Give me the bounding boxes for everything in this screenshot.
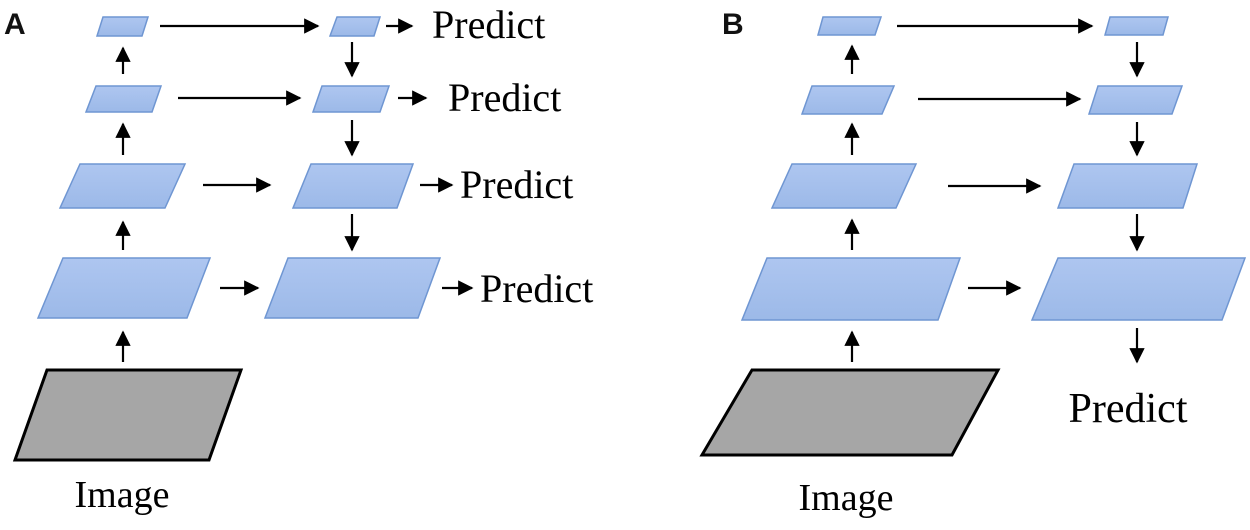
top-down-level-1-b xyxy=(1030,257,1247,321)
panel-b: B Image Predict xyxy=(699,8,1247,519)
top-down-level-2-b xyxy=(1056,163,1199,209)
predict-label-a-4: Predict xyxy=(432,2,545,47)
bottom-up-level-1-a xyxy=(36,257,212,319)
bottom-up-level-4-b xyxy=(817,16,883,36)
bottom-up-level-1-b xyxy=(740,257,962,321)
top-down-level-4-a xyxy=(328,16,382,37)
predict-label-a-2: Predict xyxy=(460,162,573,207)
top-down-level-1-a xyxy=(263,257,442,319)
input-image-a xyxy=(12,368,244,462)
image-label-a: Image xyxy=(75,474,170,516)
predict-label-a-3: Predict xyxy=(448,75,561,120)
top-down-level-3-a xyxy=(311,85,391,113)
panel-b-label: B xyxy=(722,8,744,41)
bottom-up-level-3-b xyxy=(800,85,896,115)
input-image-b xyxy=(699,368,1001,457)
image-label-b: Image xyxy=(799,477,894,519)
panel-a-label: A xyxy=(4,8,26,41)
bottom-up-level-3-a xyxy=(84,85,163,113)
panel-a: A Image Predict Pred xyxy=(4,2,593,516)
top-down-level-4-b xyxy=(1104,16,1169,36)
predict-label-b: Predict xyxy=(1069,386,1188,432)
bottom-up-level-4-a xyxy=(95,16,150,37)
bottom-up-level-2-b xyxy=(770,163,918,209)
top-down-level-2-a xyxy=(291,163,415,209)
predict-label-a-1: Predict xyxy=(480,266,593,311)
top-down-level-3-b xyxy=(1087,85,1184,115)
bottom-up-level-2-a xyxy=(58,163,187,209)
